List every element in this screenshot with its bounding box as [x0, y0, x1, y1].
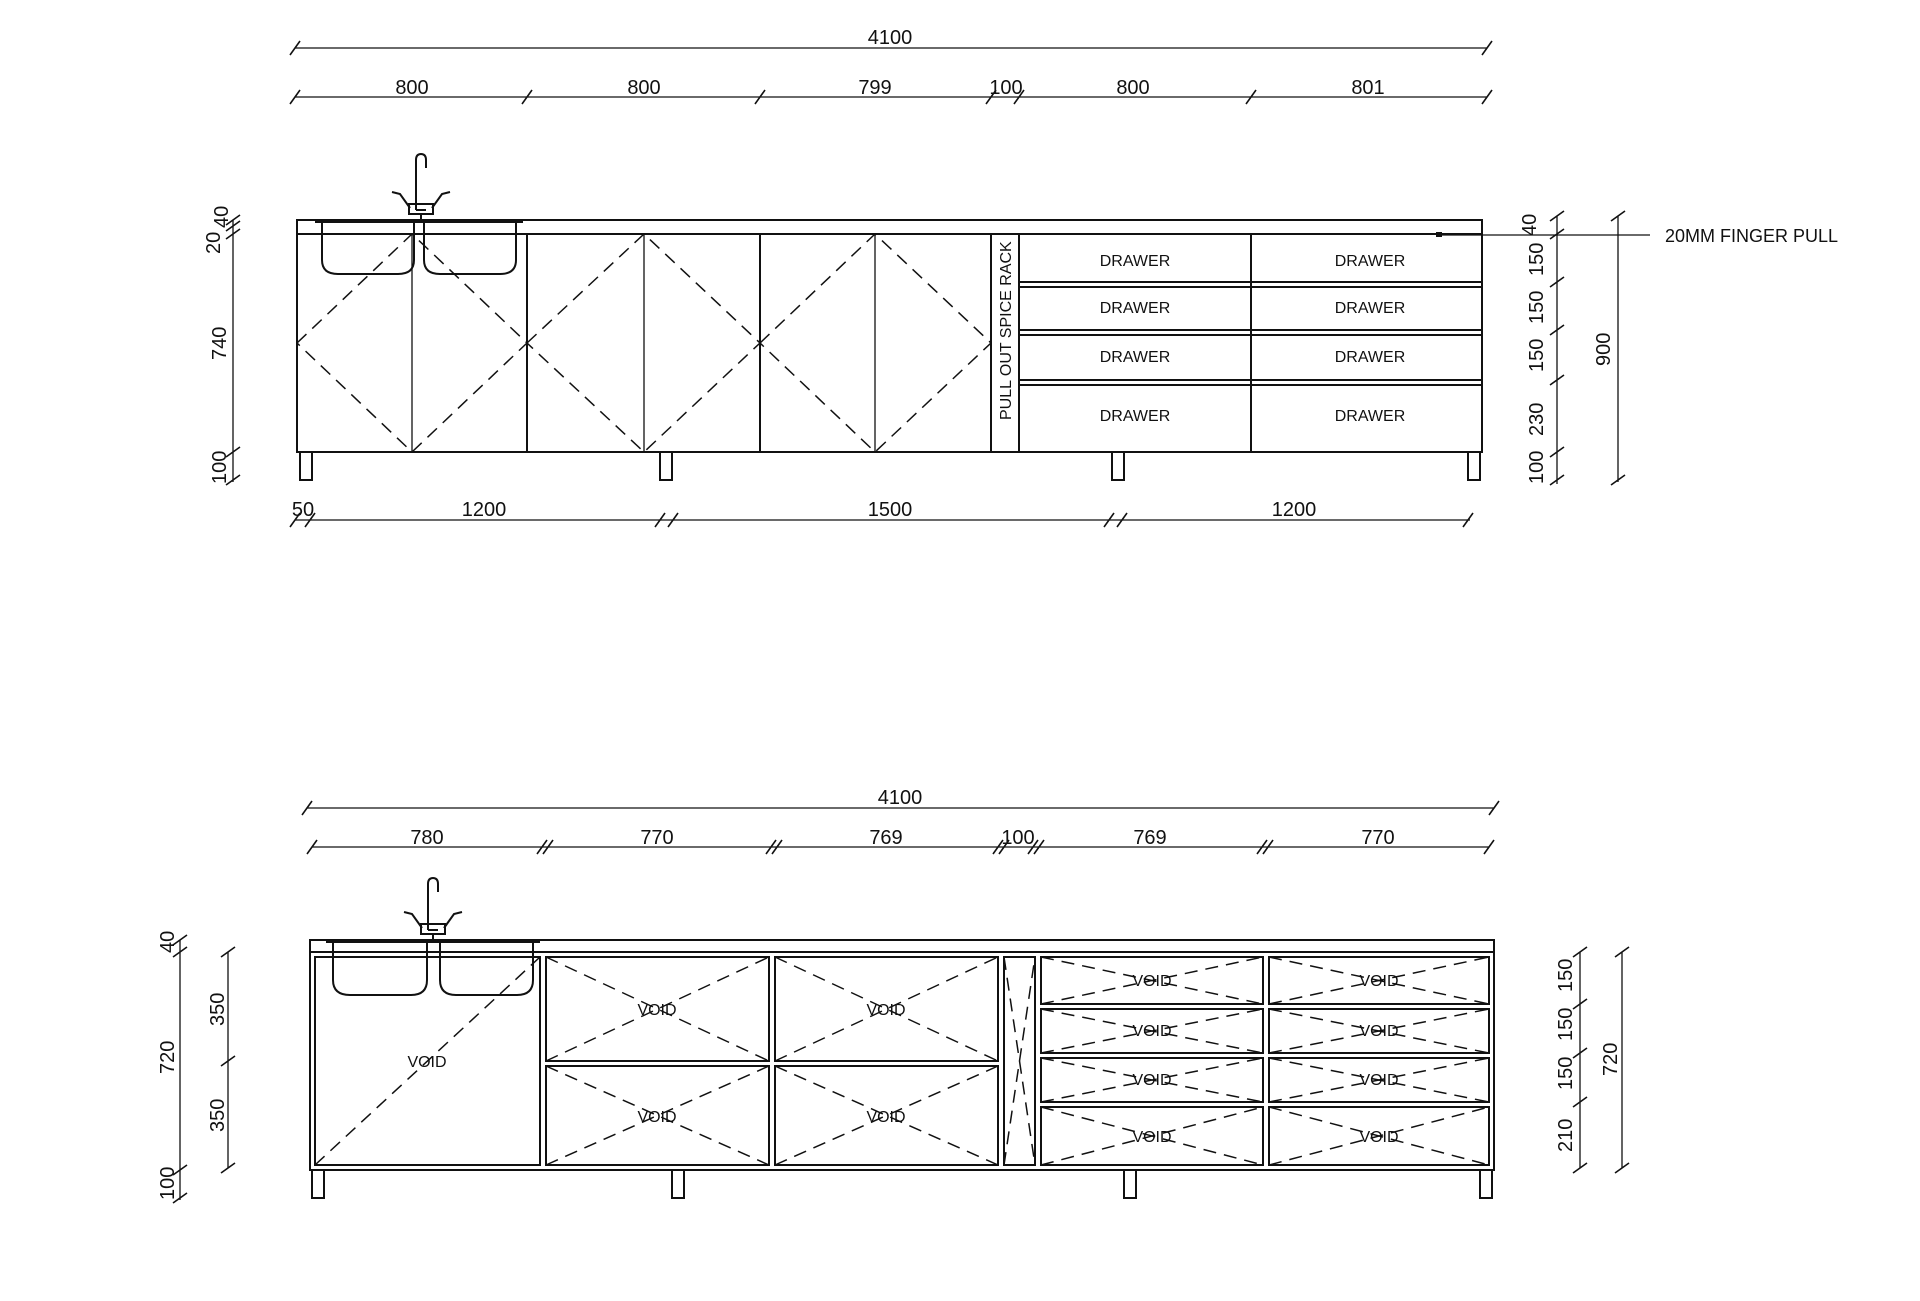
- front-bottom-dimensions: 50 1200 1500 1200: [289, 499, 1474, 528]
- front-right-dimensions: 40 150 150 150 230 100 900: [1519, 210, 1626, 486]
- carcass-right-dim-150: 150: [1555, 1057, 1577, 1090]
- front-right-dim-150: 150: [1526, 339, 1548, 372]
- void-label: VOID: [1132, 1023, 1171, 1040]
- front-elevation: 4100 800 800 799 100 800 801: [203, 27, 1838, 528]
- carcass-left-dim-40: 40: [157, 931, 179, 953]
- void-label: VOID: [1132, 973, 1171, 990]
- void-label: VOID: [637, 1109, 676, 1126]
- front-drawers: DRAWER DRAWER DRAWER DRAWER DRAWER DRAWE…: [1019, 253, 1482, 425]
- drawer-label: DRAWER: [1335, 253, 1406, 270]
- front-overall-width: 4100: [868, 27, 913, 49]
- finger-pull-note: 20MM FINGER PULL: [1665, 226, 1838, 246]
- carcass-dim-6: 770: [1361, 827, 1394, 849]
- void-label: VOID: [1132, 1072, 1171, 1089]
- carcass-right-dim-150: 150: [1555, 959, 1577, 992]
- drawer-label: DRAWER: [1100, 300, 1171, 317]
- front-top-dimensions: 800 800 799 100 800 801: [289, 77, 1493, 105]
- drawer-label: DRAWER: [1100, 253, 1171, 270]
- front-door-swing-lines: [295, 232, 993, 454]
- front-dim-4: 100: [989, 77, 1022, 99]
- front-left-dim-100: 100: [209, 451, 231, 484]
- carcass-void-crosses: [314, 956, 1490, 1166]
- front-bottom-dim-50: 50: [292, 499, 314, 521]
- front-bottom-dim-1200: 1200: [462, 499, 507, 521]
- front-dim-3: 799: [858, 77, 891, 99]
- carcass-overall-width-dimension: 4100: [301, 787, 1500, 816]
- void-label: VOID: [1359, 1023, 1398, 1040]
- front-left-dim-20: 20: [203, 232, 225, 254]
- front-right-dim-150: 150: [1526, 243, 1548, 276]
- front-right-dim-100: 100: [1526, 451, 1548, 484]
- void-label: VOID: [1359, 973, 1398, 990]
- front-bottom-dim-1200: 1200: [1272, 499, 1317, 521]
- front-left-dim-40: 40: [211, 206, 233, 228]
- carcass-dim-4: 100: [1001, 827, 1034, 849]
- drawer-label: DRAWER: [1335, 349, 1406, 366]
- spice-rack-label: PULL OUT SPICE RACK: [998, 241, 1015, 420]
- front-legs: [299, 451, 1481, 481]
- carcass-left-dim-720: 720: [157, 1041, 179, 1074]
- front-sink: [315, 221, 523, 275]
- carcass-dim-2: 770: [640, 827, 673, 849]
- carcass-dim-5: 769: [1133, 827, 1166, 849]
- front-right-dim-40: 40: [1519, 214, 1541, 236]
- carcass-panels: [314, 956, 1490, 1166]
- carcass-right-dim-210: 210: [1555, 1119, 1577, 1152]
- carcass-tap-icon: [403, 876, 463, 942]
- front-dim-6: 801: [1351, 77, 1384, 99]
- front-carcass-outline: [296, 233, 1483, 453]
- void-label: VOID: [866, 1109, 905, 1126]
- carcass-overall-width: 4100: [878, 787, 923, 809]
- carcass-top-dimensions: 780 770 769 100 769 770: [306, 827, 1495, 855]
- drawer-label: DRAWER: [1100, 408, 1171, 425]
- front-tap-icon: [391, 152, 451, 222]
- front-left-dimensions: 20 40 740 100: [203, 206, 241, 486]
- carcass-overall-height: 720: [1600, 1043, 1622, 1076]
- carcass-right-dimensions: 150 150 150 210 720: [1555, 946, 1630, 1174]
- front-bottom-dim-1500: 1500: [868, 499, 913, 521]
- carcass-left-dim-350: 350: [207, 1099, 229, 1132]
- void-label: VOID: [1359, 1129, 1398, 1146]
- carcass-legs: [311, 1169, 1493, 1199]
- void-label: VOID: [866, 1002, 905, 1019]
- carcass-left-dim-350: 350: [207, 993, 229, 1026]
- carcass-left-dimensions: 40 720 100 350 350: [157, 931, 236, 1204]
- void-label: VOID: [637, 1002, 676, 1019]
- front-overall-height: 900: [1593, 333, 1615, 366]
- carcass-outline: [309, 951, 1495, 1171]
- drawer-label: DRAWER: [1100, 349, 1171, 366]
- drawer-label: DRAWER: [1335, 300, 1406, 317]
- carcass-dim-3: 769: [869, 827, 902, 849]
- finger-pull-leader: 20MM FINGER PULL: [1436, 226, 1838, 246]
- void-label: VOID: [1132, 1129, 1171, 1146]
- carcass-elevation: 4100 780 770 769 100 769 770: [157, 787, 1630, 1204]
- front-dim-5: 800: [1116, 77, 1149, 99]
- carcass-void-labels: VOID VOID VOID VOID VOID VOID VOID VOID …: [407, 973, 1398, 1146]
- front-right-dim-230: 230: [1526, 403, 1548, 436]
- carcass-right-dim-150: 150: [1555, 1008, 1577, 1041]
- void-label: VOID: [407, 1054, 446, 1071]
- front-spice-rack: PULL OUT SPICE RACK: [998, 241, 1015, 420]
- front-overall-width-dimension: 4100: [289, 27, 1493, 56]
- carcass-left-dim-100: 100: [157, 1167, 179, 1200]
- carcass-dim-1: 780: [410, 827, 443, 849]
- front-dim-2: 800: [627, 77, 660, 99]
- front-right-dim-150: 150: [1526, 291, 1548, 324]
- front-left-dim-740: 740: [209, 327, 231, 360]
- void-label: VOID: [1359, 1072, 1398, 1089]
- front-dim-1: 800: [395, 77, 428, 99]
- drawer-label: DRAWER: [1335, 408, 1406, 425]
